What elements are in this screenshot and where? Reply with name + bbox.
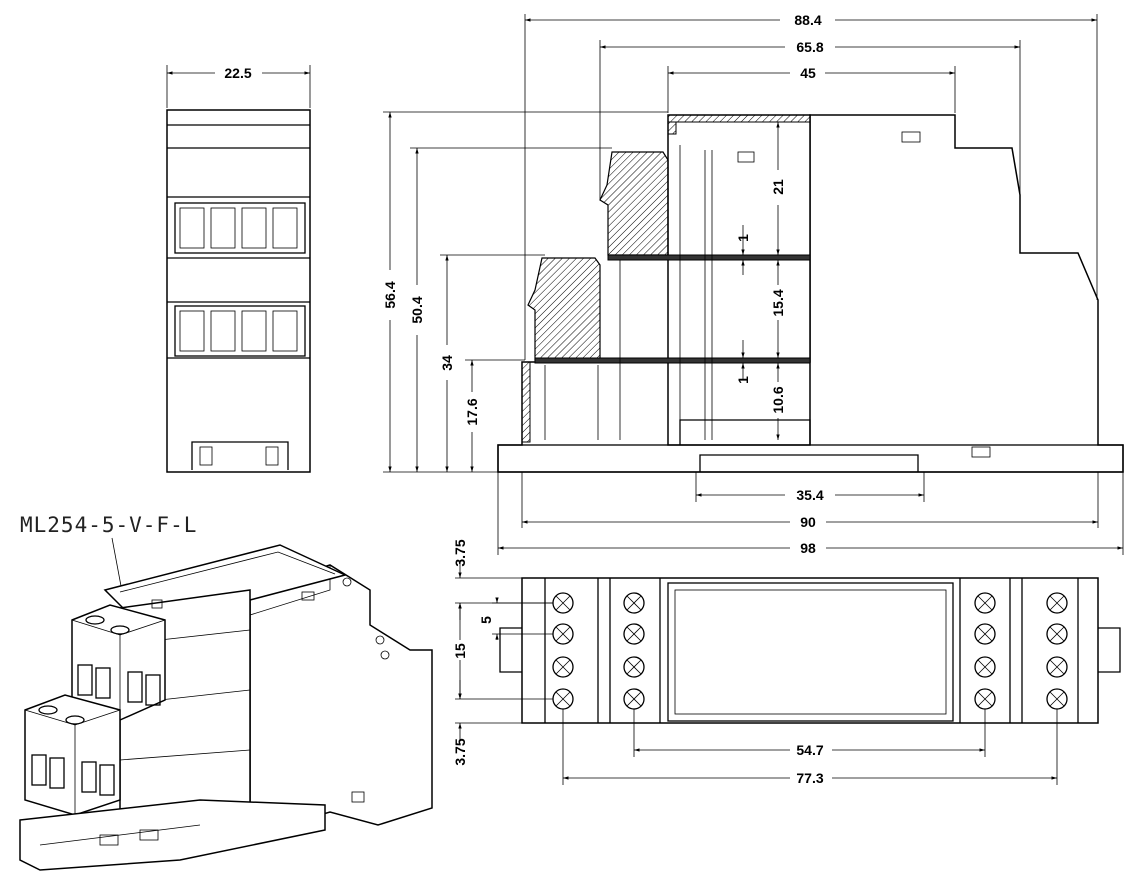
front-view: 22.5 (166, 65, 311, 473)
dim-section-mid: 15.4 (770, 289, 786, 316)
dim-terminal-span: 15 (452, 643, 468, 659)
isometric-view: ML254-5-V-F-L (19, 513, 433, 871)
dim-section-top: 21 (770, 179, 786, 195)
side-view: 88.4 65.8 45 56.4 50.4 34 17.6 21 (382, 12, 1124, 556)
dim-upper-length: 65.8 (796, 39, 823, 55)
dim-base-width: 90 (800, 514, 816, 530)
dim-outer-spacing: 77.3 (796, 770, 823, 786)
dim-edge-bottom: 3.75 (452, 738, 468, 765)
screw-column-1 (552, 592, 574, 710)
dim-mid-height: 34 (439, 355, 455, 371)
top-view: 3.75 15 3.75 5 54.7 77.3 (452, 539, 1121, 786)
dim-gap-upper: 1 (735, 234, 751, 242)
dim-total-width: 98 (800, 540, 816, 556)
model-label: ML254-5-V-F-L (20, 513, 197, 537)
dim-section-low: 10.6 (770, 386, 786, 413)
dim-pitch: 5 (478, 616, 494, 624)
front-terminal-block-upper (174, 202, 306, 254)
dim-edge-top: 3.75 (452, 539, 468, 566)
dim-lower-height: 17.6 (464, 398, 480, 425)
dim-total-height: 56.4 (382, 281, 398, 308)
dim-gap-lower: 1 (735, 376, 751, 384)
screw-column-4 (1046, 592, 1068, 710)
dim-overall-length: 88.4 (794, 12, 821, 28)
dim-top-length: 45 (800, 65, 816, 81)
dim-rail-width: 35.4 (796, 487, 823, 503)
dim-upper-height: 50.4 (409, 296, 425, 323)
dim-front-width: 22.5 (224, 65, 251, 81)
front-terminal-block-lower (174, 305, 306, 357)
dim-inner-spacing: 54.7 (796, 742, 823, 758)
